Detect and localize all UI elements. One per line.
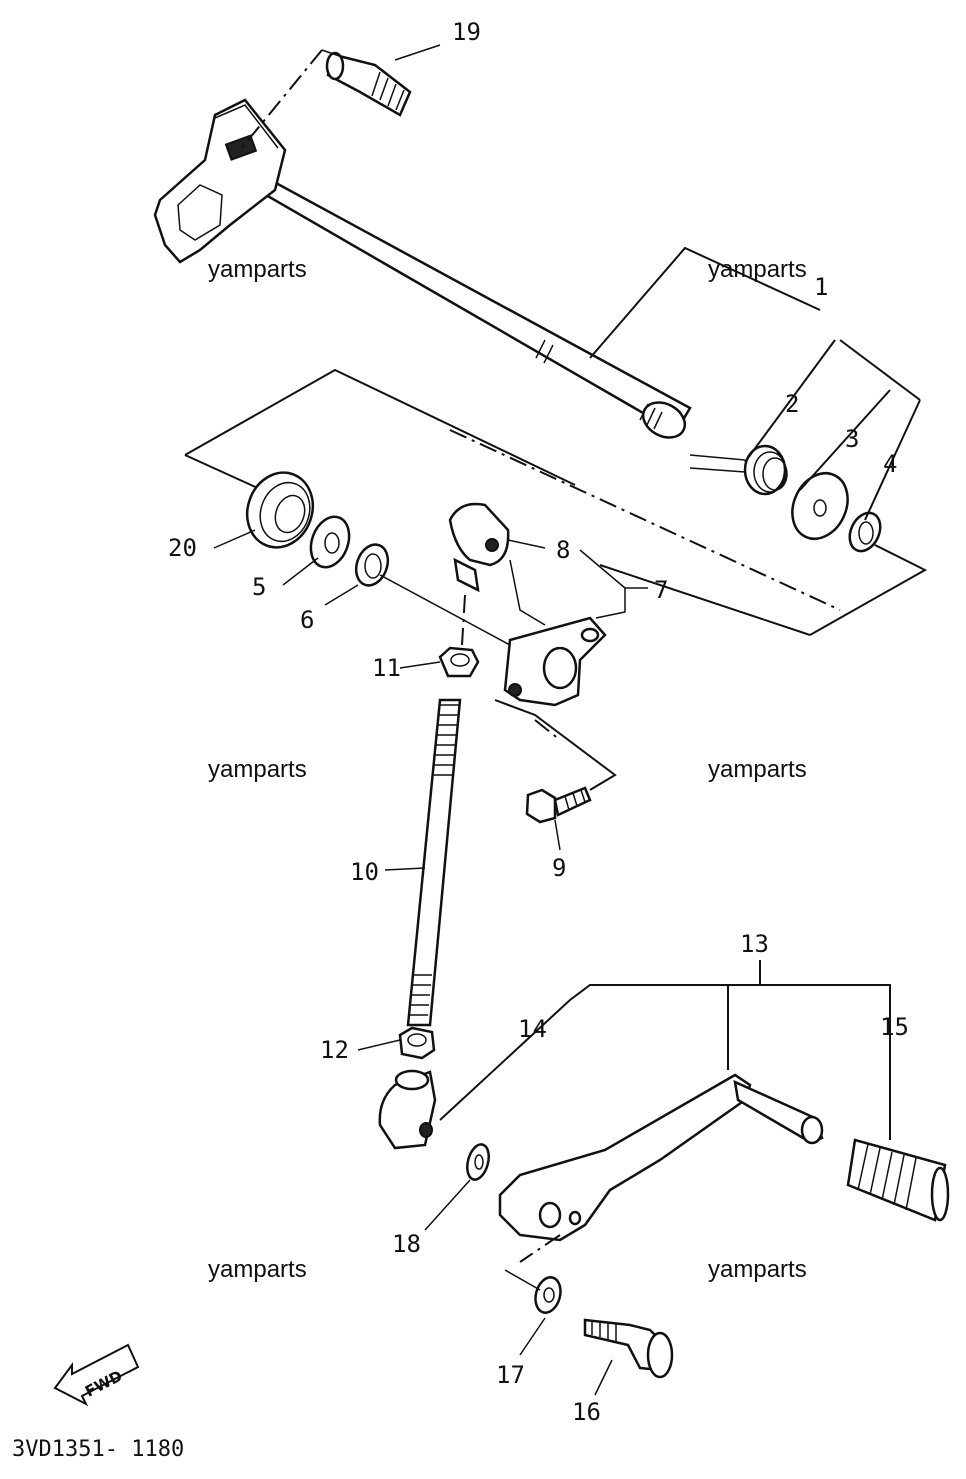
part-number-19: 19 — [452, 18, 481, 46]
bolt-19 — [325, 51, 412, 117]
washer-17 — [534, 1276, 562, 1314]
nut-12 — [398, 1026, 436, 1060]
part-number-1: 1 — [814, 273, 828, 301]
oil-seal-20 — [245, 471, 315, 549]
rod-end-14 — [378, 1069, 437, 1150]
pedal-rubber-15 — [846, 1138, 950, 1222]
shift-arm-7 — [503, 616, 607, 707]
part-number-2: 2 — [785, 390, 799, 418]
watermark: yamparts — [208, 1256, 307, 1283]
bolt-9 — [525, 786, 592, 824]
part-number-5: 5 — [252, 573, 266, 601]
part-number-14: 14 — [518, 1015, 547, 1043]
watermark: yamparts — [208, 756, 307, 783]
washer-5 — [309, 515, 351, 569]
part-number-3: 3 — [845, 425, 859, 453]
watermark: yamparts — [708, 756, 807, 783]
fwd-label: FWD — [82, 1367, 125, 1401]
forward-arrow-icon: FWD — [53, 1343, 140, 1407]
part-number-11: 11 — [372, 654, 401, 682]
spring-2 — [689, 444, 788, 496]
part-number-16: 16 — [572, 1398, 601, 1426]
part-number-12: 12 — [320, 1036, 349, 1064]
part-number-4: 4 — [883, 450, 897, 478]
rod-10 — [406, 698, 462, 1027]
part-number-15: 15 — [880, 1013, 909, 1041]
part-number-6: 6 — [300, 606, 314, 634]
part-number-18: 18 — [392, 1230, 421, 1258]
circlip-4 — [848, 511, 882, 553]
part-number-17: 17 — [496, 1361, 525, 1389]
shift-pedal-13 — [498, 1073, 824, 1242]
watermark: yamparts — [708, 1256, 807, 1283]
washer-3 — [791, 472, 849, 540]
watermark: yamparts — [708, 256, 807, 283]
drawing-code: 3VD1351- 1180 — [12, 1437, 184, 1462]
nut-11 — [438, 646, 480, 678]
watermark: yamparts — [208, 256, 307, 283]
bolt-16 — [583, 1318, 674, 1379]
part-number-13: 13 — [740, 930, 769, 958]
rod-end-8 — [448, 502, 510, 593]
part-number-8: 8 — [556, 536, 570, 564]
washer-18 — [466, 1143, 490, 1181]
part-number-20: 20 — [168, 534, 197, 562]
part-number-7: 7 — [654, 576, 668, 604]
circlip-6 — [354, 543, 390, 587]
shift-shaft — [153, 98, 692, 439]
part-number-10: 10 — [350, 858, 379, 886]
part-number-9: 9 — [552, 854, 566, 882]
